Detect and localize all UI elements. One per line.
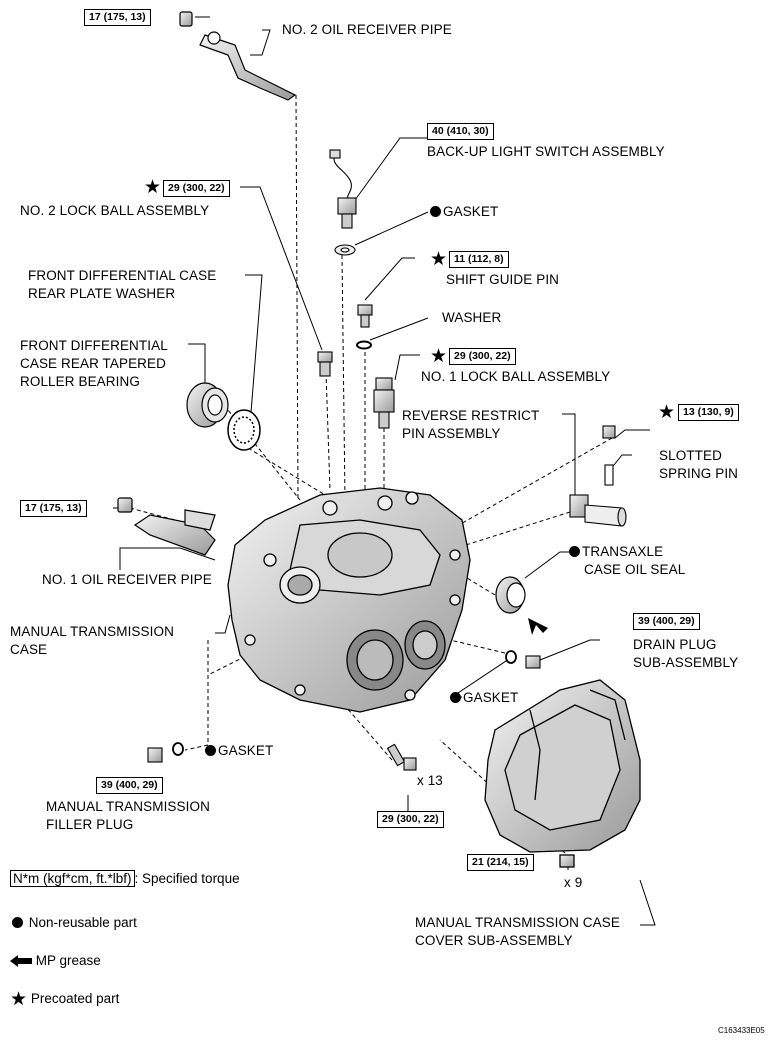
label-no2-lock-ball: NO. 2 LOCK BALL ASSEMBLY	[20, 203, 210, 218]
non-reusable-dot-icon	[450, 692, 461, 703]
torque-case-bolts: 29 (300, 22)	[377, 811, 444, 828]
grease-arrow-icon	[10, 955, 32, 967]
leader-lines	[113, 16, 656, 926]
backup-light-switch	[329, 149, 357, 256]
label-front-diff-washer-1: FRONT DIFFERENTIAL CASE	[28, 268, 217, 283]
legend-torque-box: N*m (kgf*cm, ft.*lbf)	[10, 870, 135, 887]
label-qty-13: x 13	[417, 773, 443, 788]
case-cover	[484, 679, 641, 868]
non-reusable-dot-icon	[569, 546, 580, 557]
transaxle-oil-seal	[495, 576, 526, 614]
label-gasket-3: GASKET	[205, 742, 273, 760]
transmission-case	[227, 487, 471, 713]
torque-no1-lock-ball: 29 (300, 22)	[449, 348, 516, 365]
legend-torque: N*m (kgf*cm, ft.*lbf): Specified torque	[10, 870, 240, 888]
mp-grease-arrow	[528, 618, 548, 635]
no2-lock-ball	[317, 351, 333, 377]
label-front-diff-bearing-1: FRONT DIFFERENTIAL	[20, 338, 168, 353]
label-gasket-2: GASKET	[450, 689, 518, 707]
tapered-roller-bearing	[186, 382, 229, 428]
label-transaxle-seal-2: CASE OIL SEAL	[584, 562, 686, 577]
label-slotted-pin-2: SPRING PIN	[659, 466, 739, 481]
no1-oil-receiver-pipe	[117, 497, 216, 556]
no2-oil-receiver-pipe	[179, 11, 297, 101]
label-washer: WASHER	[442, 310, 502, 325]
label-filler-plug-2: FILLER PLUG	[46, 817, 134, 832]
case-bolt	[386, 743, 417, 771]
label-cover-1: MANUAL TRANSMISSION CASE	[415, 915, 620, 930]
figure-code: C163433E05	[718, 1026, 765, 1035]
torque-drain-plug: 39 (400, 29)	[633, 613, 700, 630]
non-reusable-dot-icon	[430, 206, 441, 217]
label-reverse-restrict-1: REVERSE RESTRICT	[402, 408, 540, 423]
legend-precoated: ★ Precoated part	[10, 989, 120, 1010]
non-reusable-dot-icon	[12, 917, 23, 928]
label-shift-guide-pin: SHIFT GUIDE PIN	[446, 272, 560, 287]
label-backup-light-switch: BACK-UP LIGHT SWITCH ASSEMBLY	[427, 144, 665, 159]
label-reverse-restrict-2: PIN ASSEMBLY	[402, 426, 501, 441]
torque-reverse-pin: 13 (130, 9)	[678, 404, 739, 421]
no1-lock-ball	[373, 377, 395, 429]
label-filler-plug-1: MANUAL TRANSMISSION	[46, 799, 210, 814]
precoated-star-icon: ★	[144, 177, 162, 198]
shift-guide-pin	[356, 304, 373, 350]
label-slotted-pin-1: SLOTTED	[659, 448, 722, 463]
slotted-spring-pin	[602, 425, 616, 486]
label-mt-case-2: CASE	[10, 642, 48, 657]
torque-backup-switch: 40 (410, 30)	[427, 123, 494, 140]
drain-plug	[505, 650, 541, 669]
label-front-diff-bearing-2: CASE REAR TAPERED	[20, 356, 166, 371]
label-qty-9: x 9	[564, 875, 583, 890]
rear-plate-washer	[227, 409, 261, 451]
label-front-diff-bearing-3: ROLLER BEARING	[20, 374, 140, 389]
torque-no1-oil-pipe: 17 (175, 13)	[20, 500, 87, 517]
torque-shift-guide: 11 (112, 8)	[449, 251, 509, 268]
legend-torque-text: : Specified torque	[134, 871, 240, 886]
precoated-star-icon: ★	[658, 402, 676, 423]
label-cover-2: COVER SUB-ASSEMBLY	[415, 933, 573, 948]
torque-no2-oil-pipe: 17 (175, 13)	[84, 9, 151, 26]
precoated-star-icon: ★	[430, 249, 448, 270]
filler-plug	[147, 742, 184, 763]
precoated-star-icon: ★	[430, 346, 448, 367]
label-drain-plug-1: DRAIN PLUG	[633, 637, 717, 652]
label-drain-plug-2: SUB-ASSEMBLY	[633, 655, 739, 670]
torque-no2-lock-ball: 29 (300, 22)	[163, 180, 230, 197]
torque-cover-bolts: 21 (214, 15)	[467, 854, 534, 871]
reverse-restrict-pin	[569, 494, 627, 527]
legend-mp-grease: MP grease	[10, 952, 101, 970]
torque-filler-plug: 39 (400, 29)	[96, 777, 163, 794]
label-no2-oil-receiver-pipe: NO. 2 OIL RECEIVER PIPE	[282, 22, 452, 37]
legend-non-reusable: Non-reusable part	[12, 914, 137, 932]
non-reusable-dot-icon	[205, 745, 216, 756]
label-transaxle-seal-1: TRANSAXLE	[569, 543, 663, 561]
label-mt-case-1: MANUAL TRANSMISSION	[10, 624, 174, 639]
precoated-star-icon: ★	[10, 989, 28, 1010]
label-no1-oil-receiver-pipe: NO. 1 OIL RECEIVER PIPE	[42, 572, 212, 587]
label-no1-lock-ball: NO. 1 LOCK BALL ASSEMBLY	[421, 369, 611, 384]
label-gasket-1: GASKET	[430, 203, 498, 221]
label-front-diff-washer-2: REAR PLATE WASHER	[28, 286, 176, 301]
